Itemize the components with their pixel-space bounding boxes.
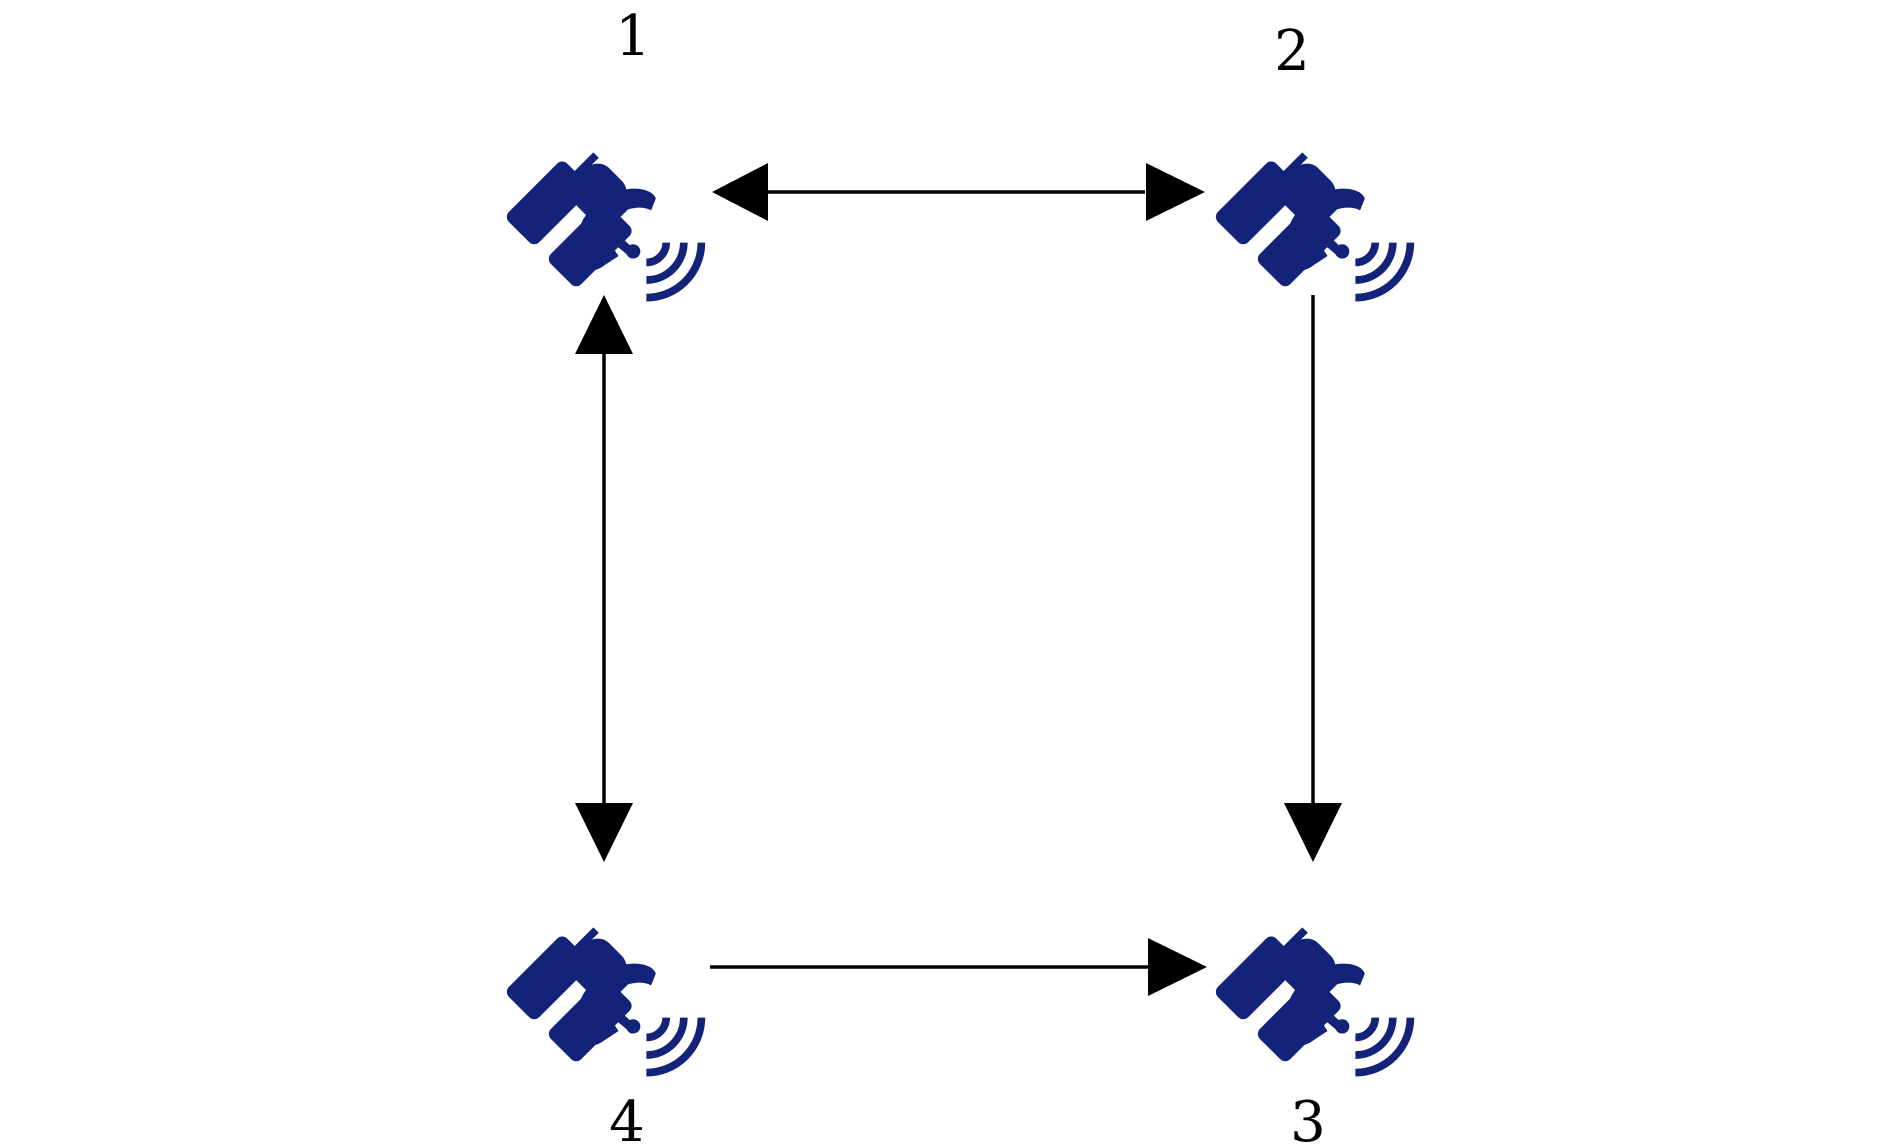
edge-1-4 [575, 295, 633, 862]
arrowhead-to-3 [1284, 803, 1342, 862]
edge-4-3 [710, 938, 1207, 996]
node-label-2: 2 [1274, 19, 1310, 84]
node-label-1: 1 [615, 4, 651, 69]
node-1: 1 [505, 4, 702, 298]
edge-2-3 [1284, 295, 1342, 862]
node-3: 3 [1214, 916, 1411, 1145]
satellite-icon [505, 141, 702, 298]
arrowhead-to-1 [712, 163, 768, 221]
arrowhead-to-3 [1148, 938, 1207, 996]
arrowhead-to-2 [1146, 163, 1205, 221]
arrowhead-to-4 [575, 803, 633, 862]
node-label-4: 4 [609, 1090, 645, 1145]
node-label-3: 3 [1290, 1090, 1326, 1145]
node-4: 4 [505, 916, 702, 1145]
satellite-icon [1214, 916, 1411, 1073]
node-2: 2 [1214, 19, 1411, 298]
edge-1-2 [712, 163, 1205, 221]
satellite-icon [1214, 141, 1411, 298]
satellite-icon [505, 916, 702, 1073]
arrowhead-to-1 [575, 295, 633, 354]
